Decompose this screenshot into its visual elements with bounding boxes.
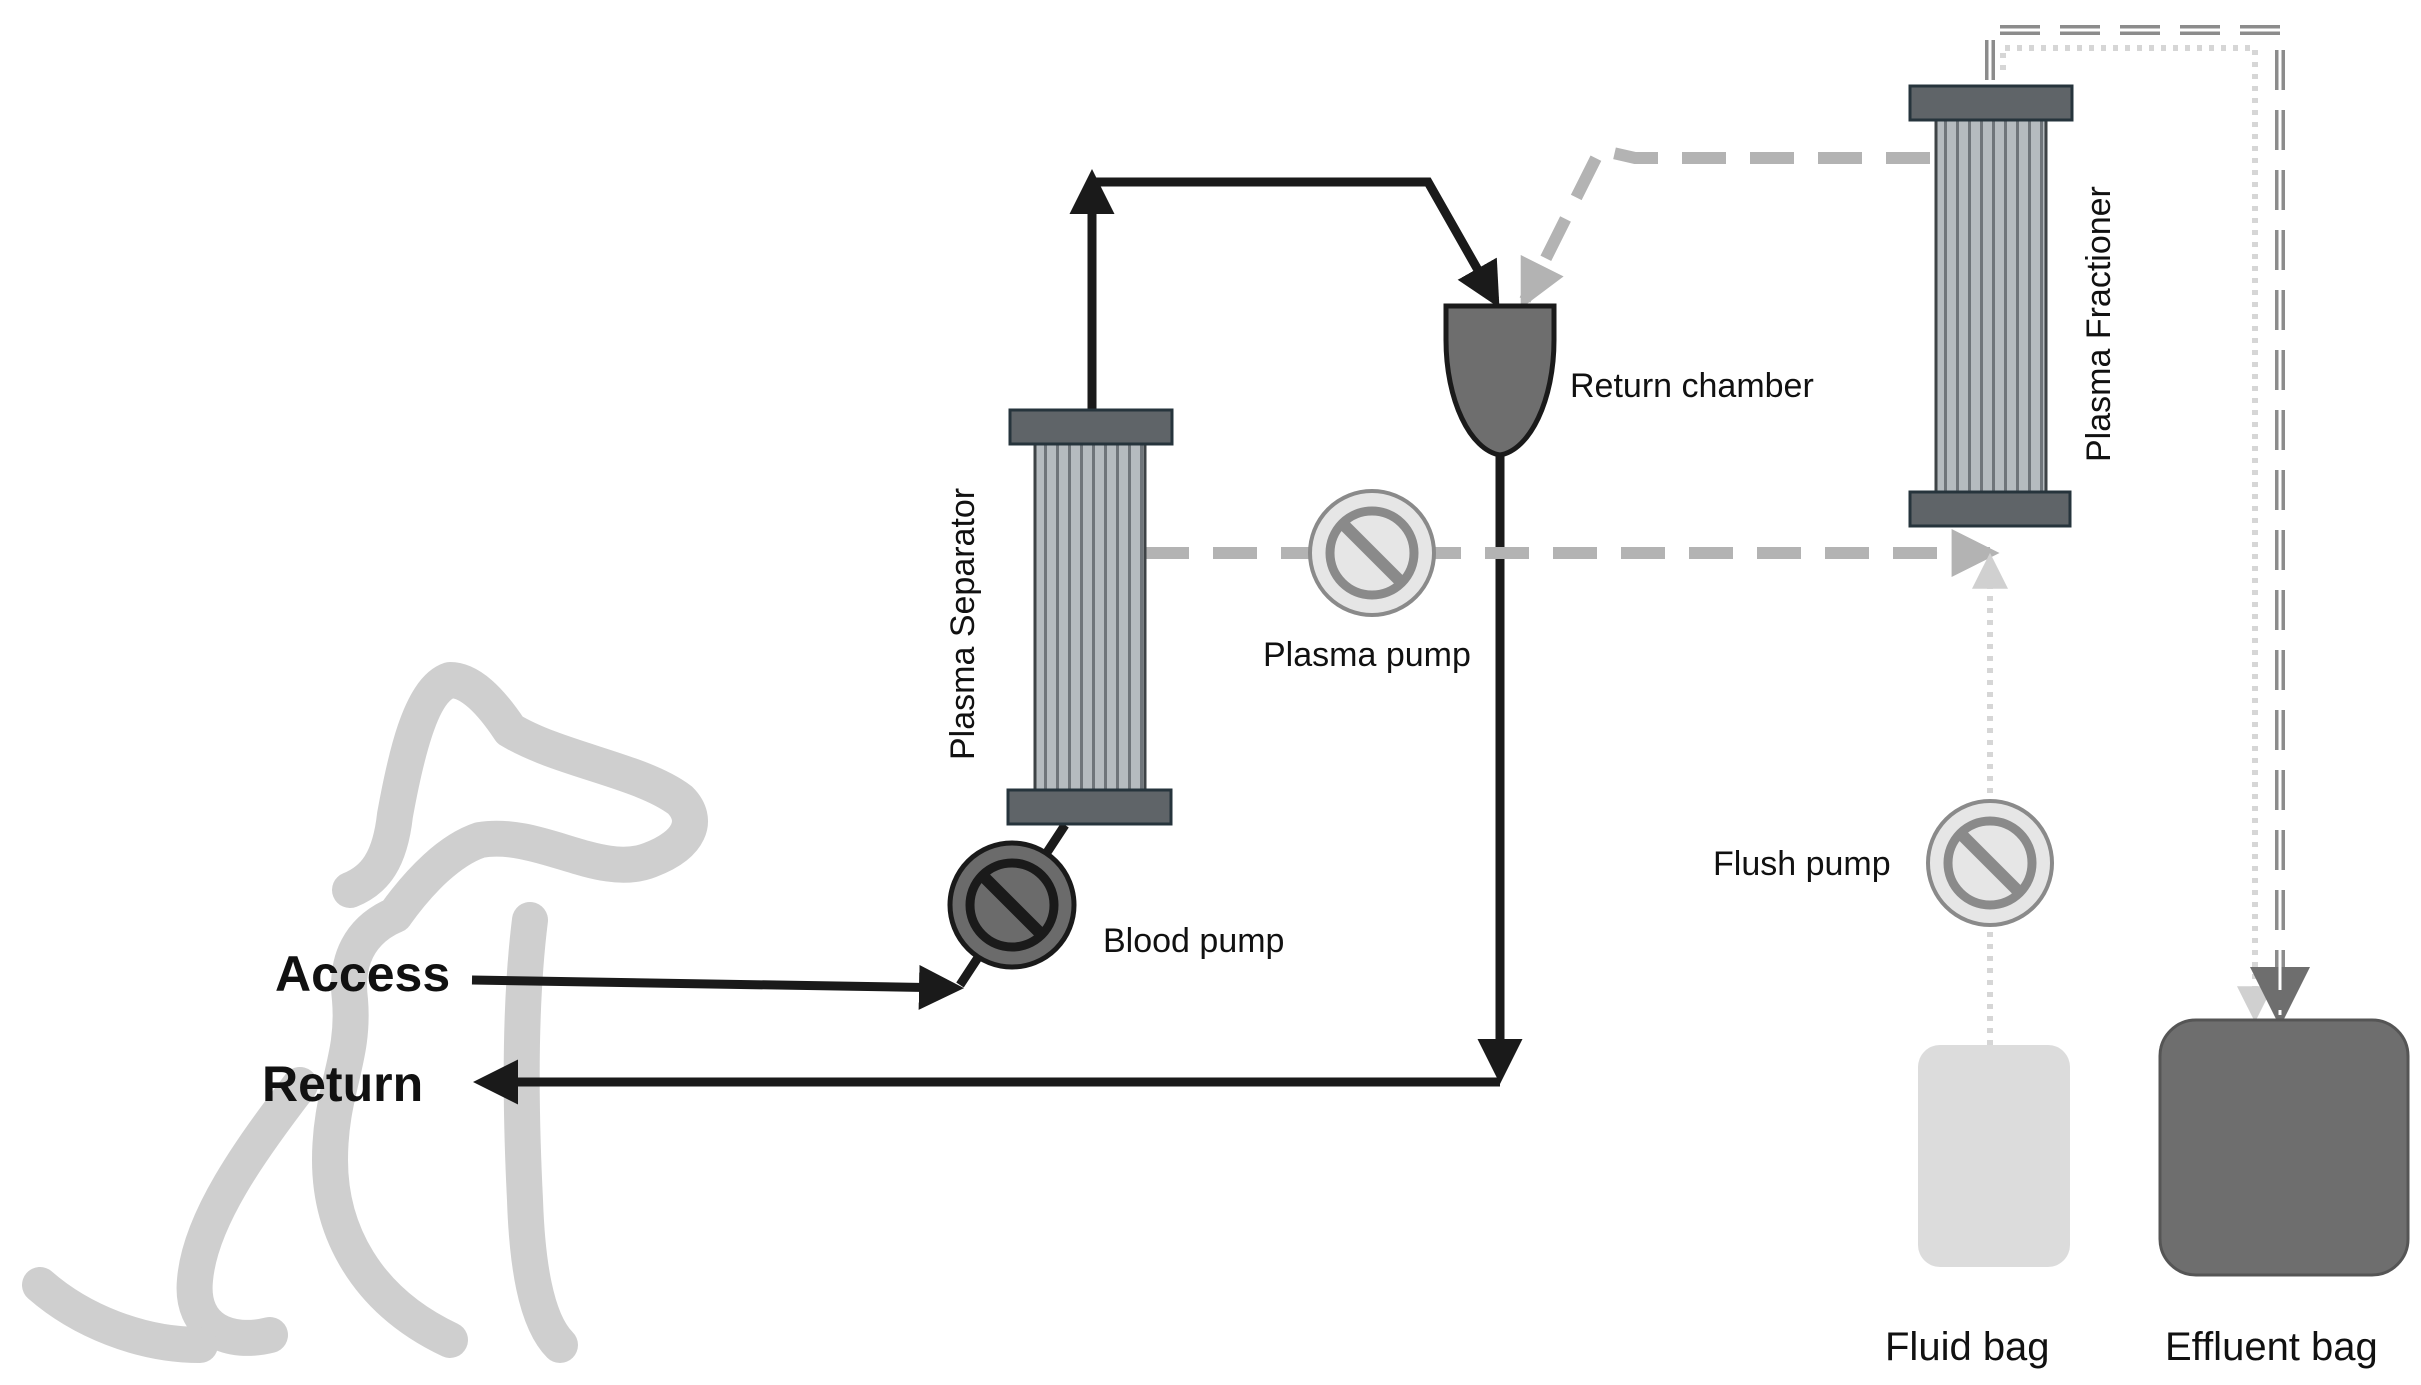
dog-silhouette-icon (22, 662, 708, 1363)
flush-to-effluent-line (2000, 45, 2273, 1023)
fractioner-to-return-chamber-line (1519, 143, 1930, 309)
return-label: Return (262, 1056, 423, 1112)
effluent-bag-icon (2158, 1018, 2410, 1277)
plasma-pump-label: Plasma pump (1263, 636, 1471, 674)
effluent-circuit-lines (1985, 25, 2310, 1027)
flush-pump-icon (1926, 799, 2054, 927)
fluid-bag-label: Fluid bag (1885, 1325, 2050, 1369)
flush-pump-label: Flush pump (1713, 845, 1891, 883)
plasma-separator-filter (1006, 408, 1174, 826)
access-line (471, 964, 964, 1010)
plasma-fractioner-filter (1908, 84, 2074, 528)
access-label: Access (275, 946, 450, 1002)
plasma-circuit-lines (1145, 143, 2000, 577)
plasma-fractioner-label: Plasma Fractioner (2080, 186, 2118, 462)
to-return-chamber-line (1092, 177, 1500, 308)
drip-chamber-icon (1443, 303, 1557, 458)
plasma-separator-label: Plasma Separator (944, 488, 982, 760)
blood-pump-icon (947, 840, 1077, 970)
blood-pump-label: Blood pump (1103, 922, 1284, 960)
plasma-pump-icon (1308, 489, 1436, 617)
effluent-bag-label: Effluent bag (2165, 1325, 2378, 1369)
return-chamber-label: Return chamber (1570, 367, 1814, 405)
fluid-bag-icon (1918, 1045, 2070, 1267)
